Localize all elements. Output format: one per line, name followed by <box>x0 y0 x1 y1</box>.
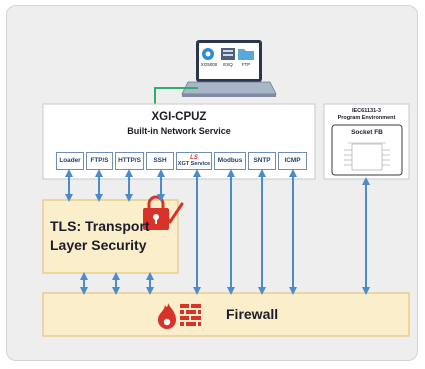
protocol-ssh: SSH <box>146 152 174 170</box>
ftp-label: FTP <box>241 62 251 67</box>
protocol-icmp: ICMP <box>278 152 307 170</box>
esq-icon <box>221 48 235 60</box>
fire-icon <box>158 303 176 329</box>
esq-label: ESQ <box>223 62 233 67</box>
firewall-label: Firewall <box>226 306 279 322</box>
socket-fb-label: Socket FB <box>351 129 383 136</box>
protocol-xgt-service: LS XGT Service <box>176 152 212 170</box>
xg5000-label: XG5000 <box>200 62 218 67</box>
socket-fb-graphic <box>344 142 390 171</box>
protocol-sntp: SNTP <box>248 152 276 170</box>
brick-wall-icon <box>180 304 201 326</box>
xg5000-icon <box>202 48 214 60</box>
protocol-modbus: Modbus <box>214 152 246 170</box>
tls-title-line1: TLS: Transport <box>50 218 150 234</box>
iec-title: IEC61131-3 <box>351 108 382 114</box>
cpu-title: XGI-CPUZ <box>151 111 207 123</box>
ftp-icon <box>238 49 254 60</box>
firewall-box <box>42 292 410 337</box>
socket-fb-box <box>331 124 403 176</box>
ls-logo: LS <box>190 155 198 161</box>
tls-title-line2: Layer Security <box>50 237 147 253</box>
cpu-subtitle: Built-in Network Service <box>127 126 231 136</box>
check-icon <box>162 202 184 224</box>
protocol-ftps: FTP/S <box>86 152 113 170</box>
arrows-protocols-to-tls <box>65 169 165 202</box>
iec-subtitle: Program Environment <box>337 115 396 121</box>
lock-icon <box>143 195 169 230</box>
arrows-protocols-to-firewall <box>193 169 370 295</box>
xgt-service-label: XGT Service <box>177 161 211 167</box>
protocol-https: HTTP/S <box>115 152 144 170</box>
protocol-loader: Loader <box>56 152 84 170</box>
network-cable <box>154 87 198 104</box>
arrows-tls-to-firewall <box>80 272 154 295</box>
